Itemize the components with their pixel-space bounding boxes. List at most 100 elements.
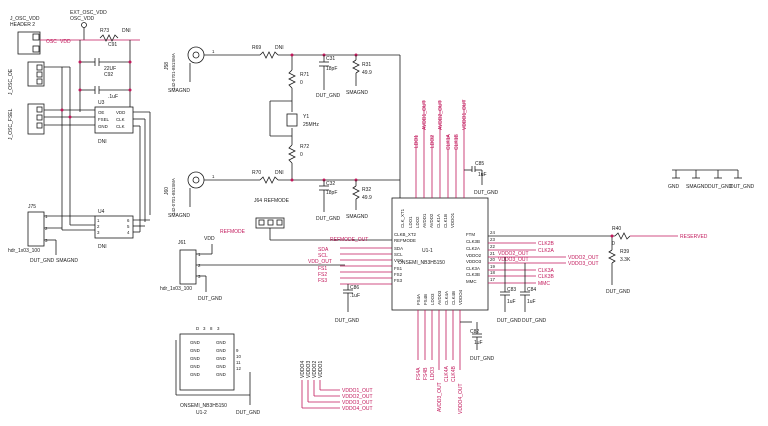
svg-text:1: 1 xyxy=(198,252,201,257)
u3-ref: U3 xyxy=(98,100,105,106)
svg-text:2: 2 xyxy=(45,226,48,231)
svg-text:21: 21 xyxy=(490,251,495,256)
svg-text:GND: GND xyxy=(216,348,226,353)
svg-text:DNI: DNI xyxy=(275,170,284,176)
u3-oscillator: U3 OE FSEL GND VDD CLK CLK DNI xyxy=(94,100,151,232)
svg-text:VDDO3: VDDO3 xyxy=(466,259,482,264)
svg-text:SDA: SDA xyxy=(318,247,329,253)
osc-net-label: OSC xyxy=(46,39,57,45)
svg-text:VDDO3_OUT: VDDO3_OUT xyxy=(342,400,373,406)
svg-text:LDO1: LDO1 xyxy=(414,135,420,148)
svg-text:10: 10 xyxy=(236,354,241,359)
r73-val: DNI xyxy=(122,28,131,34)
svg-text:LDO1: LDO1 xyxy=(408,216,413,228)
crystal-network: R69 DNI R70 DNI R71 0 Y1 25MHz R72 0 C31… xyxy=(252,45,401,231)
svg-text:DUT_GND: DUT_GND xyxy=(316,93,341,99)
svg-text:2: 2 xyxy=(97,224,100,229)
svg-text:18: 18 xyxy=(490,270,495,275)
svg-text:CLK4A: CLK4A xyxy=(444,291,449,305)
sma-j60: J60 142-0701-851SMA 1 SMAGND xyxy=(164,171,260,219)
svg-text:CLK3B: CLK3B xyxy=(538,274,555,280)
svg-text:17: 17 xyxy=(490,277,495,282)
svg-text:49.9: 49.9 xyxy=(362,195,372,201)
svg-text:3: 3 xyxy=(45,238,48,243)
c91-ref: C91 xyxy=(108,42,117,48)
c91-val: 22UF xyxy=(104,66,116,72)
u1-2-body xyxy=(179,333,235,391)
svg-text:GND: GND xyxy=(216,364,226,369)
svg-text:CLK: CLK xyxy=(116,117,125,122)
j-osc-fsel-label: J_OSC_FSEL xyxy=(8,108,14,140)
svg-text:GND: GND xyxy=(98,124,108,129)
svg-text:VDDO1: VDDO1 xyxy=(450,212,455,228)
svg-text:MMC: MMC xyxy=(538,281,550,287)
header-pin-2 xyxy=(32,45,40,53)
svg-text:LDO3: LDO3 xyxy=(430,367,436,380)
svg-text:49.9: 49.9 xyxy=(362,70,372,76)
r73-resistor xyxy=(99,34,119,42)
svg-text:R69: R69 xyxy=(252,45,261,51)
svg-text:GND: GND xyxy=(190,364,200,369)
u4-ref: U4 xyxy=(98,209,105,215)
svg-text:AVDD3: AVDD3 xyxy=(437,290,442,305)
osc-vdd-net: VDD xyxy=(60,39,71,45)
svg-text:12: 12 xyxy=(236,366,241,371)
svg-text:1: 1 xyxy=(97,218,100,223)
r72-resistor xyxy=(288,144,296,164)
svg-text:3: 3 xyxy=(217,326,220,331)
svg-text:AVDD2: AVDD2 xyxy=(429,213,434,228)
svg-text:VDD_OUT: VDD_OUT xyxy=(308,259,332,265)
sma-j58-connector[interactable] xyxy=(187,46,205,64)
svg-text:FS4B: FS4B xyxy=(423,367,429,380)
r69-resistor xyxy=(259,51,279,59)
svg-text:5: 5 xyxy=(127,224,130,229)
svg-text:R32: R32 xyxy=(362,187,371,193)
svg-text:R70: R70 xyxy=(252,170,261,176)
u1-right-nets: R40 0 RESERVED R39 3.3K DUT_GND CLK2B CL… xyxy=(488,226,708,324)
svg-text:1uF: 1uF xyxy=(527,299,536,305)
svg-text:FS3: FS3 xyxy=(318,278,327,284)
svg-text:ONSEMI_NB3H5150: ONSEMI_NB3H5150 xyxy=(398,260,445,266)
svg-text:REFMODE_OUT: REFMODE_OUT xyxy=(330,237,368,243)
svg-text:CLK_XT1: CLK_XT1 xyxy=(400,208,405,228)
u4-body xyxy=(94,215,134,239)
svg-text:R71: R71 xyxy=(300,72,309,78)
svg-text:U1-1: U1-1 xyxy=(422,248,433,254)
vddo-bus: VDDO4 VDDO3 VDDO2 VDDO1 VDDO1_OUT VDDO2_… xyxy=(300,361,373,412)
svg-text:SMAGND: SMAGND xyxy=(168,88,190,94)
c92-val: .1uF xyxy=(108,94,118,100)
svg-text:C83: C83 xyxy=(507,287,516,293)
svg-text:DUT_GND: DUT_GND xyxy=(730,184,755,190)
svg-text:CLK1B: CLK1B xyxy=(443,214,448,228)
svg-text:VDDO1: VDDO1 xyxy=(318,361,324,378)
svg-text:SMAGND: SMAGND xyxy=(346,214,368,220)
svg-text:DUT_GND: DUT_GND xyxy=(198,296,223,302)
svg-text:3: 3 xyxy=(203,326,206,331)
sma-j58: J58 142-0701-851SMA 1 SMAGND xyxy=(164,46,260,94)
svg-text:CLK3B: CLK3B xyxy=(466,239,480,244)
svg-text:R72: R72 xyxy=(300,144,309,150)
svg-text:LDO2: LDO2 xyxy=(430,135,436,148)
u4-oscillator: U4 1 2 3 6 5 4 DNI xyxy=(62,209,150,250)
svg-text:CLK4B: CLK4B xyxy=(451,365,457,382)
svg-text:DUT_GND: DUT_GND xyxy=(335,318,360,324)
j-osc-vdd-label: J_OSC_VDD xyxy=(10,16,40,22)
svg-text:3.3K: 3.3K xyxy=(620,257,631,263)
sma-j60-connector[interactable] xyxy=(187,171,205,189)
svg-text:GND: GND xyxy=(216,356,226,361)
svg-text:VDDO3: VDDO3 xyxy=(306,361,312,378)
svg-text:11: 11 xyxy=(236,360,241,365)
svg-text:SMAGND: SMAGND xyxy=(686,184,708,190)
header2-label: HEADER 2 xyxy=(10,22,35,28)
svg-text:142-0701-851SMA: 142-0701-851SMA xyxy=(171,178,176,215)
svg-text:SMAGND: SMAGND xyxy=(346,90,368,96)
crystal-y1 xyxy=(286,113,298,127)
svg-text:20: 20 xyxy=(490,257,495,262)
svg-text:GND: GND xyxy=(190,372,200,377)
svg-text:DUT_GND: DUT_GND xyxy=(606,289,631,295)
svg-text:FSEL: FSEL xyxy=(98,117,110,122)
r31-resistor xyxy=(352,59,360,74)
svg-text:6: 6 xyxy=(127,218,130,223)
svg-text:VDD: VDD xyxy=(204,236,215,242)
